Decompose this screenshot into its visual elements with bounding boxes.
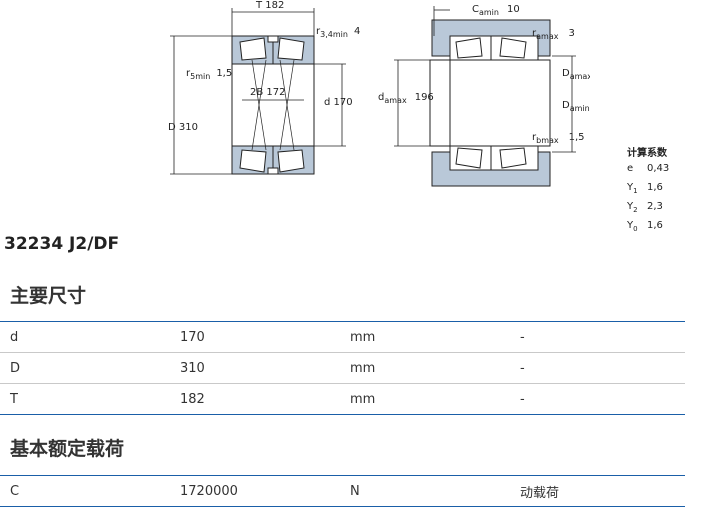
cell-value: 170: [170, 321, 340, 353]
table-row: d 170 mm -: [0, 321, 685, 353]
factors-title: 计算系数: [627, 148, 667, 159]
cell-value: 182: [170, 383, 340, 415]
table-row: T 182 mm -: [0, 383, 685, 415]
cell-note: -: [510, 352, 685, 384]
cell-unit: mm: [340, 383, 510, 415]
cell-note: -: [510, 383, 685, 415]
bearing-section-view: [231, 35, 315, 175]
dim-Damin: Damin259: [562, 100, 590, 113]
mounting-view: [429, 19, 551, 187]
load-ratings-title: 基本额定载荷: [10, 438, 125, 460]
cell-unit: mm: [340, 321, 510, 353]
table-row: D 310 mm -: [0, 352, 685, 384]
product-title: 32234 J2/DF: [4, 234, 120, 254]
main-dims-table: d 170 mm - D 310 mm - T 182 mm -: [0, 321, 685, 415]
cell-symbol: D: [0, 352, 170, 384]
cell-symbol: d: [0, 321, 170, 353]
dim-d: d 170: [324, 97, 353, 108]
cell-value: 310: [170, 352, 340, 384]
dim-Damax: Damax293: [562, 68, 590, 81]
dim-2B: 2B 172: [250, 87, 286, 98]
main-dims-title: 主要尺寸: [10, 285, 87, 307]
cell-unit: mm: [340, 352, 510, 384]
load-ratings-table: C 1720000 N 动载荷: [0, 475, 685, 507]
dim-D: D 310: [168, 122, 198, 133]
cell-note: -: [510, 321, 685, 353]
cell-symbol: T: [0, 383, 170, 415]
dim-T: T 182: [255, 0, 284, 11]
